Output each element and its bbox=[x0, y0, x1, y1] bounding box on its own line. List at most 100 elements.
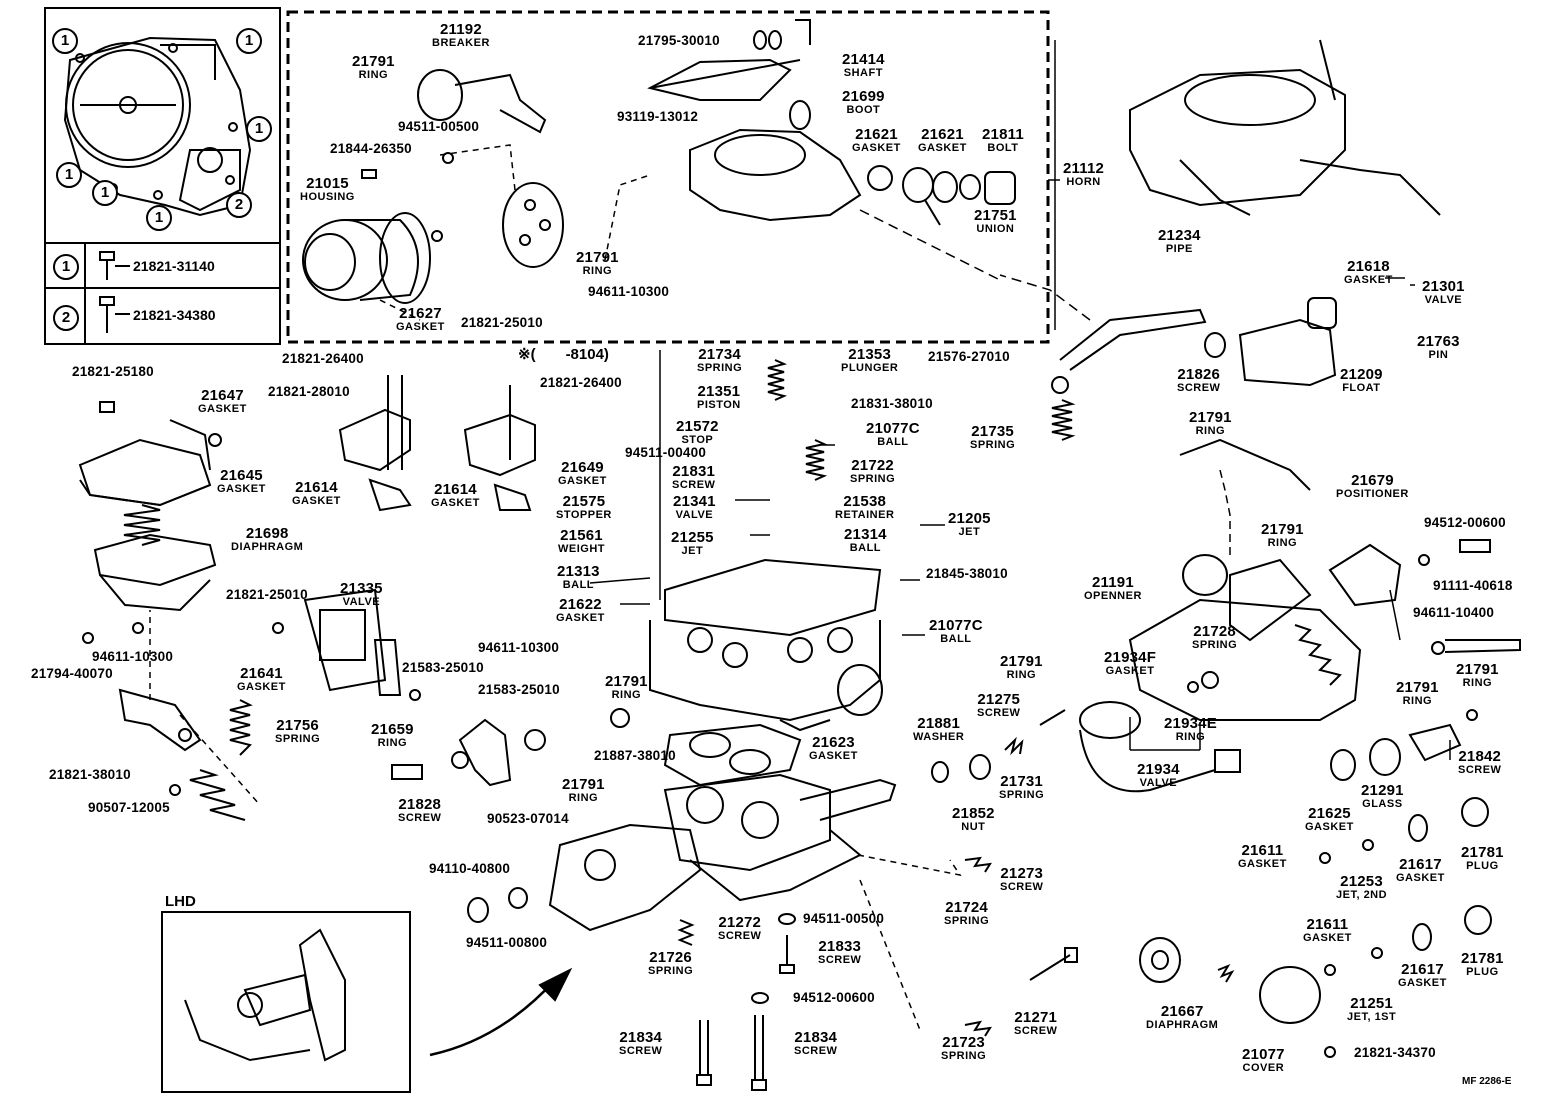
footer-code: MF 2286-E bbox=[1462, 1076, 1512, 1087]
carburetor-body-drawing bbox=[649, 558, 883, 732]
part-label: 21794-40070 bbox=[31, 666, 113, 681]
part-label: 94511-00400 bbox=[625, 445, 707, 460]
part-label: 94611-10300 bbox=[92, 649, 174, 664]
part-label: 90523-07014 bbox=[487, 811, 569, 826]
breaker-housing-drawing bbox=[302, 69, 564, 304]
part-label: 21583-25010 bbox=[478, 682, 560, 697]
base-gasket-drawing bbox=[663, 723, 802, 787]
part-label: 21821-25180 bbox=[72, 364, 154, 379]
float-drawing bbox=[1051, 297, 1337, 394]
part-label: 21583-25010 bbox=[402, 660, 484, 675]
part-label: 94511-00500 bbox=[803, 911, 885, 926]
part-label: 21821-26400 bbox=[282, 351, 364, 366]
throttle-body-drawing bbox=[548, 773, 897, 932]
part-label: 94512-00600 bbox=[793, 990, 875, 1005]
bracket-21614-drawing bbox=[338, 375, 536, 512]
legend-marker: 1 bbox=[53, 254, 79, 280]
part-label: 90507-12005 bbox=[88, 800, 170, 815]
part-label: 21887-38010 bbox=[594, 748, 676, 763]
throttle-lever-drawing bbox=[391, 708, 630, 787]
part-label: 21821-25010 bbox=[226, 587, 308, 602]
part-label: 94512-00600 bbox=[1424, 515, 1506, 530]
part-label: 21845-38010 bbox=[926, 566, 1008, 581]
part-label: 21844-26350 bbox=[330, 141, 412, 156]
inset-flange-drawing bbox=[63, 36, 252, 217]
legend-marker: 2 bbox=[53, 305, 79, 331]
diaphragm-assembly-drawing bbox=[78, 401, 222, 612]
part-label: 21795-30010 bbox=[638, 33, 720, 48]
part-label: 91111-40618 bbox=[1433, 578, 1513, 593]
part-label: 93119-13012 bbox=[617, 109, 699, 124]
legend-part-number: 21821-34380 bbox=[133, 307, 216, 323]
part-label: 94611-10300 bbox=[478, 640, 560, 655]
right-assembly-drawing bbox=[1079, 438, 1521, 793]
inset-marker-2: 2 bbox=[226, 192, 252, 218]
valve-plate-drawing bbox=[272, 588, 421, 701]
part-label: 94511-00800 bbox=[466, 935, 548, 950]
part-label: 94511-00500 bbox=[398, 119, 480, 134]
legend-part-number: 21821-31140 bbox=[133, 258, 215, 274]
bottom-screws-drawing bbox=[467, 709, 1078, 1091]
part-label: 21831-38010 bbox=[851, 396, 933, 411]
air-horn-drawing bbox=[1129, 39, 1441, 216]
inset-frame bbox=[44, 7, 281, 345]
spring-drawings bbox=[123, 359, 1342, 1037]
inset-marker-1: 1 bbox=[52, 28, 78, 54]
horn-drawing bbox=[647, 19, 1016, 226]
lever-bracket-drawing bbox=[82, 622, 202, 796]
